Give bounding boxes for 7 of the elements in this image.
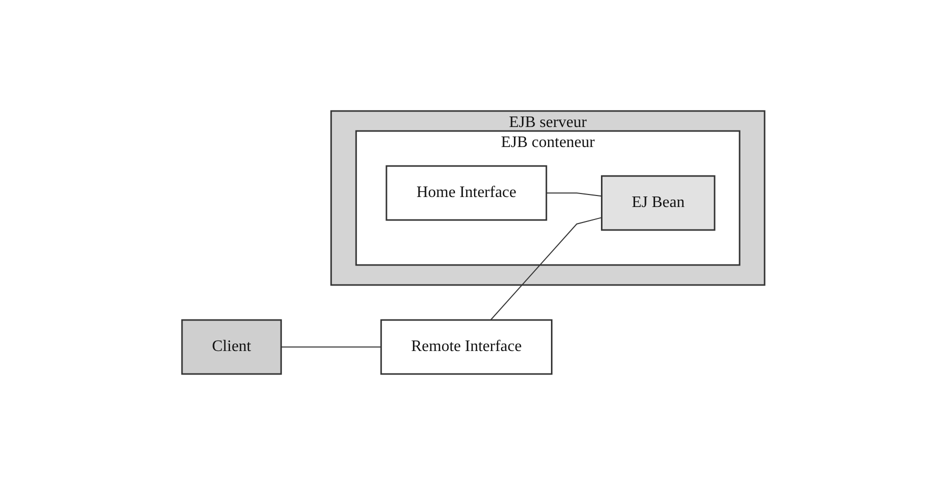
connector (490, 216, 602, 320)
node-box: Home Interface (385, 164, 547, 220)
node-box: Remote Interface (380, 318, 552, 374)
node-box: Client (180, 318, 282, 374)
connector (280, 346, 382, 347)
node-box: EJ Bean (600, 174, 716, 230)
connector (546, 192, 602, 196)
